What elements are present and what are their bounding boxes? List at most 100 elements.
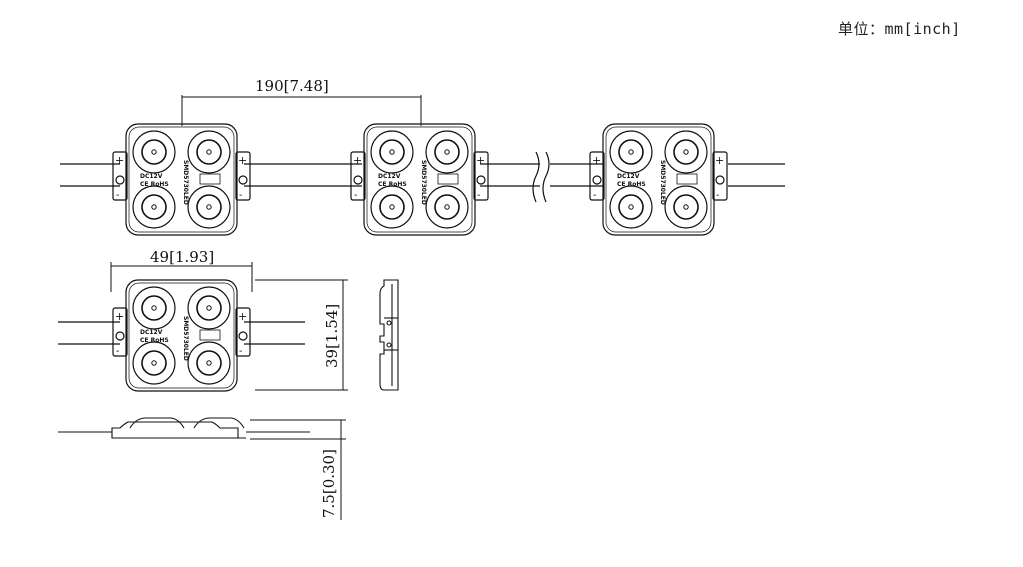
height-dimension [255, 279, 348, 391]
side-text-label: SMD5730LED [182, 316, 189, 361]
led-center [628, 204, 634, 210]
voltage-label: DC12V [140, 329, 163, 336]
led-lens [187, 286, 231, 330]
logo-mark [676, 173, 698, 185]
led-ring [141, 350, 167, 376]
polarity-minus-right: - [239, 346, 242, 357]
right-tab [473, 151, 489, 201]
polarity-plus-right: + [715, 154, 724, 167]
led-center [151, 149, 157, 155]
module-chain [60, 151, 785, 203]
led-ring [196, 295, 222, 321]
led-ring [379, 139, 405, 165]
side-text-label: SMD5730LED [182, 160, 189, 205]
voltage-label: DC12V [140, 173, 163, 180]
polarity-minus-left: - [593, 190, 596, 201]
cert-label: CE RoHS [140, 337, 169, 344]
led-lens [132, 341, 176, 385]
polarity-minus-right: - [716, 190, 719, 201]
side-text-label: SMD5730LED [659, 160, 666, 205]
module-body-inner [128, 282, 235, 389]
pitch-dimension [181, 95, 422, 126]
led-ring [196, 194, 222, 220]
right-tab [712, 151, 728, 201]
polarity-minus-right: - [239, 190, 242, 201]
module-profile-view [58, 417, 310, 439]
module-body [363, 123, 476, 236]
polarity-minus-left: - [354, 190, 357, 201]
left-tab [589, 151, 605, 201]
cert-label: CE RoHS [617, 181, 646, 188]
module-body [602, 123, 715, 236]
led-lens [370, 185, 414, 229]
module-body-inner [366, 126, 473, 233]
cert-label: CE RoHS [378, 181, 407, 188]
polarity-plus-left: + [115, 310, 124, 323]
right-tab-hole [715, 175, 725, 185]
logo-mark [199, 173, 221, 185]
right-tab-hole [238, 331, 248, 341]
break-mark-left [532, 151, 540, 203]
module-body [125, 279, 238, 392]
led-lens [664, 185, 708, 229]
led-center [444, 149, 450, 155]
voltage-label: DC12V [378, 173, 401, 180]
single-module-view-wires [58, 321, 305, 345]
right-tab-hole [476, 175, 486, 185]
module-side-view [379, 279, 399, 391]
led-center [389, 204, 395, 210]
thickness-dimension [250, 419, 346, 520]
module-body-inner [605, 126, 712, 233]
left-tab [112, 307, 128, 357]
unit-label: 单位：mm[inch] [838, 20, 961, 38]
led-lens [425, 185, 469, 229]
led-lens [609, 185, 653, 229]
led-center [389, 149, 395, 155]
polarity-plus-left: + [115, 154, 124, 167]
led-center [628, 149, 634, 155]
module-body-inner [128, 126, 235, 233]
led-ring [379, 194, 405, 220]
polarity-plus-right: + [476, 154, 485, 167]
led-center [206, 149, 212, 155]
led-lens [132, 185, 176, 229]
left-tab-hole [592, 175, 602, 185]
led-center [683, 149, 689, 155]
left-tab [112, 151, 128, 201]
led-center [151, 360, 157, 366]
thickness-dimension-label: 7.5[0.30] [320, 449, 338, 518]
voltage-label: DC12V [617, 173, 640, 180]
polarity-plus-left: + [353, 154, 362, 167]
led-lens [370, 130, 414, 174]
break-mark-right [542, 151, 550, 203]
led-ring [618, 139, 644, 165]
led-lens [664, 130, 708, 174]
left-tab-hole [353, 175, 363, 185]
led-ring [673, 139, 699, 165]
pitch-dimension-label: 190[7.48] [255, 77, 329, 95]
led-ring [434, 139, 460, 165]
led-center [206, 204, 212, 210]
right-tab [235, 307, 251, 357]
led-ring [141, 194, 167, 220]
led-lens [187, 130, 231, 174]
left-tab-hole [115, 331, 125, 341]
right-tab-hole [238, 175, 248, 185]
right-tab [235, 151, 251, 201]
led-center [683, 204, 689, 210]
led-center [444, 204, 450, 210]
height-dimension-label: 39[1.54] [323, 304, 341, 368]
led-ring [618, 194, 644, 220]
led-center [206, 360, 212, 366]
led-lens [132, 130, 176, 174]
led-ring [434, 194, 460, 220]
polarity-plus-right: + [238, 154, 247, 167]
led-ring [196, 139, 222, 165]
led-ring [141, 139, 167, 165]
led-lens [187, 185, 231, 229]
led-lens [187, 341, 231, 385]
